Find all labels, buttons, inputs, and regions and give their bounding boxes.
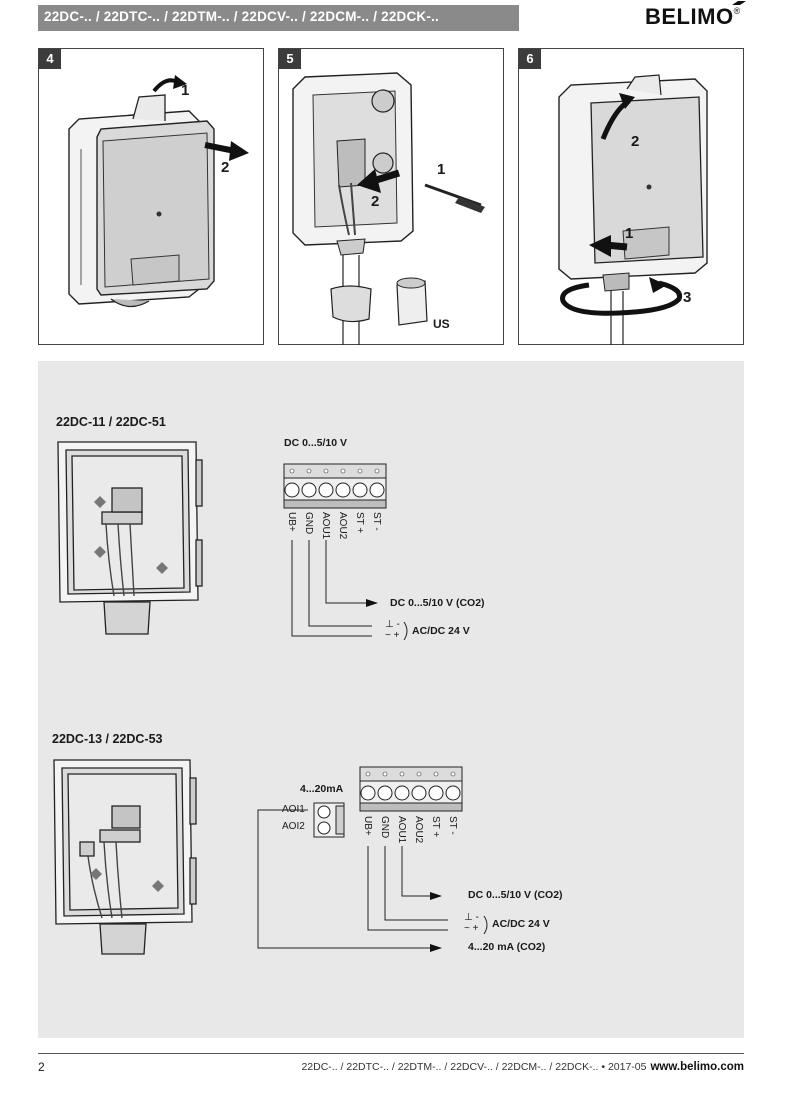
ac-symbol: ~ + [385,630,400,641]
step-callout: 2 [631,133,640,150]
current-header-2: 4...20mA [300,783,344,795]
belimo-logo: BELIMO® [645,4,741,29]
wiring-diagrams-section [38,361,744,1038]
model-title-1: 22DC-11 / 22DC-51 [56,415,166,429]
terminal-label: ST + [354,512,365,534]
housing-open-wiring-illustration [292,72,485,345]
step-number-badge: 6 [519,49,541,69]
step-callout: 1 [625,225,634,242]
step-callout: 1 [437,161,446,178]
footer-url-link[interactable]: www.belimo.com [650,1061,744,1073]
us-variant-label: US [433,317,450,331]
output-label-1: DC 0...5/10 V (CO2) [390,597,485,609]
header-bar [38,5,519,31]
terminal-label: GND [379,816,390,839]
ac-symbol: ~ + [464,923,479,934]
terminal-label: AOU2 [337,512,348,540]
terminal-label: AOU1 [396,816,407,844]
power-label-1: AC/DC 24 V [412,625,470,637]
output-label-2: DC 0...5/10 V (CO2) [468,889,563,901]
step-callout: 1 [181,82,190,99]
housing-remove-cover-illustration [68,75,249,308]
ground-symbol: ⊥ - [385,619,400,630]
current-output-label-2: 4...20 mA (CO2) [468,941,546,953]
step-panel-6: 6 2 1 3 [518,48,744,345]
terminal-label: ST - [447,816,458,835]
step-panel-5: 5 1 2 US [278,48,504,345]
step-callout: 2 [371,193,380,210]
supply-header-1: DC 0...5/10 V [284,437,348,449]
ground-symbol: ⊥ - [464,912,479,923]
power-label-2: AC/DC 24 V [492,918,550,930]
housing-close-cover-illustration [558,74,708,345]
step-number-badge: 4 [39,49,61,69]
terminal-label: AOU2 [413,816,424,844]
step-callout: 3 [683,289,692,306]
terminal-label: UB+ [286,512,297,532]
model-title-2: 22DC-13 / 22DC-53 [52,732,163,746]
logo-swoosh-icon [732,1,746,5]
page-title: 22DC-.. / 22DTC-.. / 22DTM-.. / 22DCV-..… [44,9,439,24]
footer-divider [38,1053,744,1054]
step-callout: 2 [221,159,230,176]
step-panel-4: 4 1 2 [38,48,264,345]
step-number-badge: 5 [279,49,301,69]
footer-doc-info: 22DC-.. / 22DTC-.. / 22DTM-.. / 22DCV-..… [301,1061,744,1073]
terminal-label: ST - [371,512,382,531]
terminal-label: UB+ [362,816,373,836]
terminal-label: ST + [430,816,441,838]
page-number: 2 [38,1060,45,1074]
aoi-terminal-label: AOI1 [282,804,305,815]
terminal-label: AOU1 [320,512,331,540]
aoi-terminal-label: AOI2 [282,821,305,832]
terminal-label: GND [303,512,314,535]
